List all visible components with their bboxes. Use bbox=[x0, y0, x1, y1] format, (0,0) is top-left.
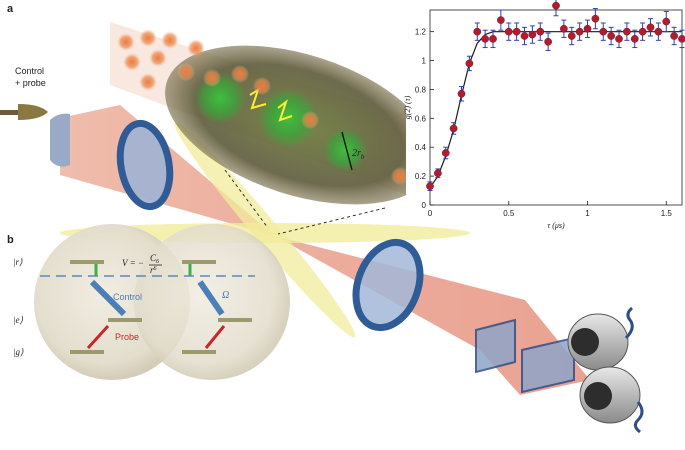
data-point bbox=[560, 24, 568, 33]
data-point bbox=[434, 169, 442, 178]
zoom-guide-1 bbox=[224, 169, 269, 229]
level-label-e: |e⟩ bbox=[13, 315, 23, 325]
detector-bottom bbox=[579, 366, 644, 434]
g2-chart: 0 0.5 1 1.5 0 0.2 0.4 0.6 0.8 1 1.2 τ (μs) g(2) (τ) bbox=[403, 0, 685, 230]
data-point bbox=[520, 32, 529, 40]
probe-arrow-right bbox=[204, 325, 226, 349]
data-point bbox=[646, 23, 655, 32]
waveplate-1 bbox=[475, 318, 516, 374]
fiber-input bbox=[0, 104, 48, 120]
atom bbox=[117, 33, 135, 51]
data-point bbox=[465, 59, 474, 68]
waveplate-2 bbox=[521, 336, 575, 394]
atom bbox=[139, 73, 157, 91]
y-tick-label: 0.8 bbox=[415, 85, 427, 94]
atom bbox=[203, 69, 221, 87]
input-label-control: Control bbox=[15, 66, 44, 76]
interaction-formula: V = − bbox=[122, 258, 144, 268]
energy-levels bbox=[70, 260, 252, 354]
chart-background bbox=[406, 0, 685, 225]
input-label-probe: + probe bbox=[15, 78, 46, 88]
data-point bbox=[512, 27, 521, 36]
detector-top bbox=[567, 306, 634, 371]
data-point bbox=[497, 16, 505, 24]
panel-label-a: a bbox=[7, 3, 14, 15]
data-point bbox=[662, 17, 671, 26]
atoms-group bbox=[117, 29, 409, 185]
lens-right bbox=[352, 238, 424, 332]
atom bbox=[177, 63, 195, 81]
y-tick-label: 1 bbox=[422, 57, 427, 66]
y-tick-label: 1.2 bbox=[415, 28, 427, 37]
data-point bbox=[567, 32, 576, 40]
data-point bbox=[638, 27, 647, 36]
atom bbox=[253, 77, 271, 95]
data-point bbox=[473, 27, 482, 36]
atom bbox=[301, 111, 319, 129]
y-tick-label: 0.6 bbox=[415, 114, 427, 123]
data-point bbox=[654, 27, 663, 36]
data-point bbox=[426, 182, 434, 191]
interaction-denominator: r6 bbox=[150, 265, 157, 275]
omega-label: Ω bbox=[222, 290, 229, 301]
y-tick-label: 0.2 bbox=[415, 172, 427, 181]
data-point bbox=[607, 32, 615, 40]
atom bbox=[161, 31, 179, 49]
atom bbox=[139, 29, 157, 47]
atom-cloud-zoom bbox=[110, 22, 435, 205]
y-axis-label: g(2) (τ) bbox=[403, 95, 412, 119]
data-point bbox=[552, 1, 560, 10]
x-tick-label: 1.5 bbox=[661, 209, 673, 218]
atom bbox=[123, 53, 141, 71]
atom bbox=[149, 49, 167, 67]
panel-label-b: b bbox=[7, 234, 14, 246]
blockade-radius-label: 2rb bbox=[352, 148, 365, 161]
level-label-g: |g⟩ bbox=[13, 347, 24, 357]
data-point bbox=[528, 30, 537, 39]
y-tick-label: 0.4 bbox=[415, 143, 427, 152]
control-arrow-right bbox=[197, 280, 225, 316]
data-point bbox=[481, 35, 489, 43]
data-point bbox=[678, 35, 685, 43]
y-tick-label: 0 bbox=[422, 201, 427, 210]
data-point bbox=[591, 14, 600, 23]
laser-beam bbox=[60, 105, 590, 395]
interaction-numerator: C6 bbox=[150, 253, 159, 265]
lens-left bbox=[116, 119, 174, 211]
control-label: Control bbox=[113, 292, 142, 302]
level-label-r: |r⟩ bbox=[13, 257, 23, 267]
probe-arrow-left bbox=[86, 324, 110, 350]
data-point bbox=[536, 27, 545, 36]
data-point bbox=[504, 27, 513, 36]
probe-label: Probe bbox=[115, 332, 139, 342]
atom bbox=[391, 167, 409, 185]
x-tick-label: 1 bbox=[585, 209, 590, 218]
data-point bbox=[575, 27, 584, 36]
data-point bbox=[630, 35, 639, 43]
data-point bbox=[583, 24, 592, 33]
data-point bbox=[457, 89, 466, 98]
dipole-trap-beam-diagonal bbox=[174, 122, 356, 338]
zoom-guide-2 bbox=[277, 207, 386, 235]
blockade-radius-arrow bbox=[341, 131, 353, 171]
data-point bbox=[441, 149, 450, 157]
x-tick-label: 0.5 bbox=[503, 209, 515, 218]
data-point bbox=[670, 32, 678, 40]
atom bbox=[187, 39, 205, 57]
data-point bbox=[489, 35, 497, 43]
data-point bbox=[449, 124, 458, 133]
data-point bbox=[544, 37, 552, 46]
data-point bbox=[599, 27, 608, 36]
data-point bbox=[615, 35, 623, 43]
control-arrow-left bbox=[89, 279, 127, 317]
atom bbox=[231, 65, 249, 83]
data-point bbox=[623, 27, 631, 36]
x-tick-label: 0 bbox=[428, 209, 433, 218]
x-axis-label: τ (μs) bbox=[547, 221, 565, 230]
